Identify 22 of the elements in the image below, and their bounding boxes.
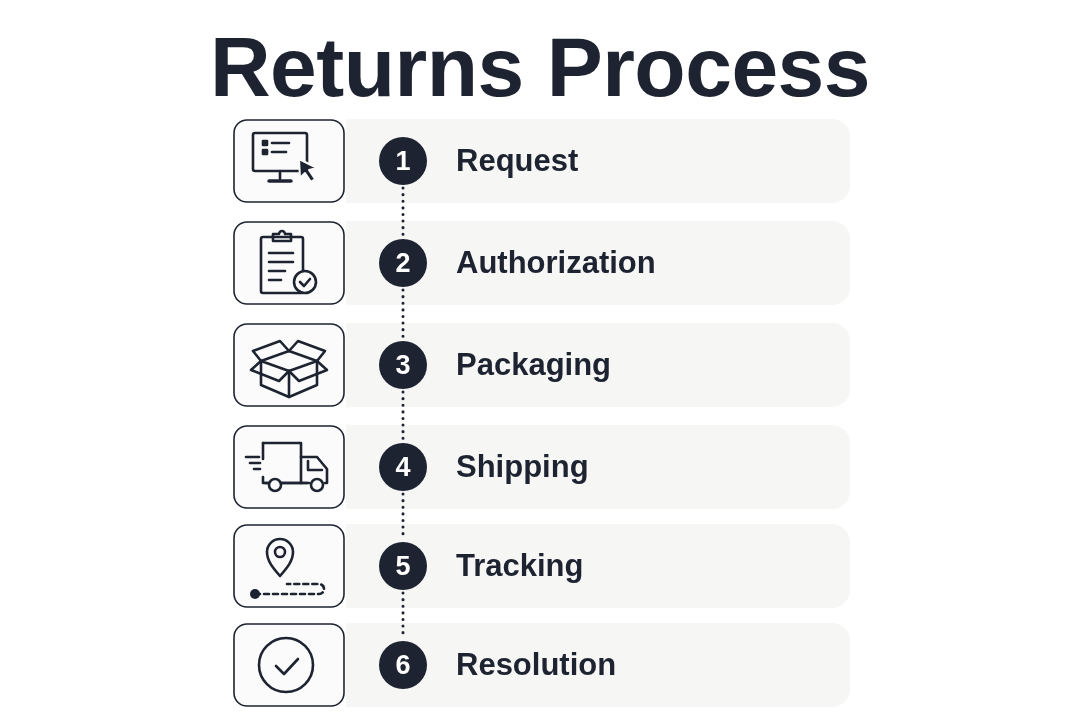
step-label: Shipping [456,448,589,486]
step-label: Tracking [456,547,584,585]
step-band [346,221,850,305]
number-circle: 6 [379,641,427,689]
step-label: Authorization [456,244,656,282]
step-label: Request [456,142,579,180]
number-circle: 5 [379,542,427,590]
dotted-line [401,288,405,340]
step-band [346,425,850,509]
dotted-line [401,186,405,238]
step-band [346,119,850,203]
step-band [346,623,850,707]
number-circle: 4 [379,443,427,491]
dotted-line [401,390,405,442]
step-band [346,524,850,608]
title: Returns Process [208,19,872,116]
step-label: Resolution [456,646,617,684]
number-circle: 1 [379,137,427,185]
number-circle: 3 [379,341,427,389]
number-circle: 2 [379,239,427,287]
step-band [346,323,850,407]
step-label: Packaging [456,346,612,384]
